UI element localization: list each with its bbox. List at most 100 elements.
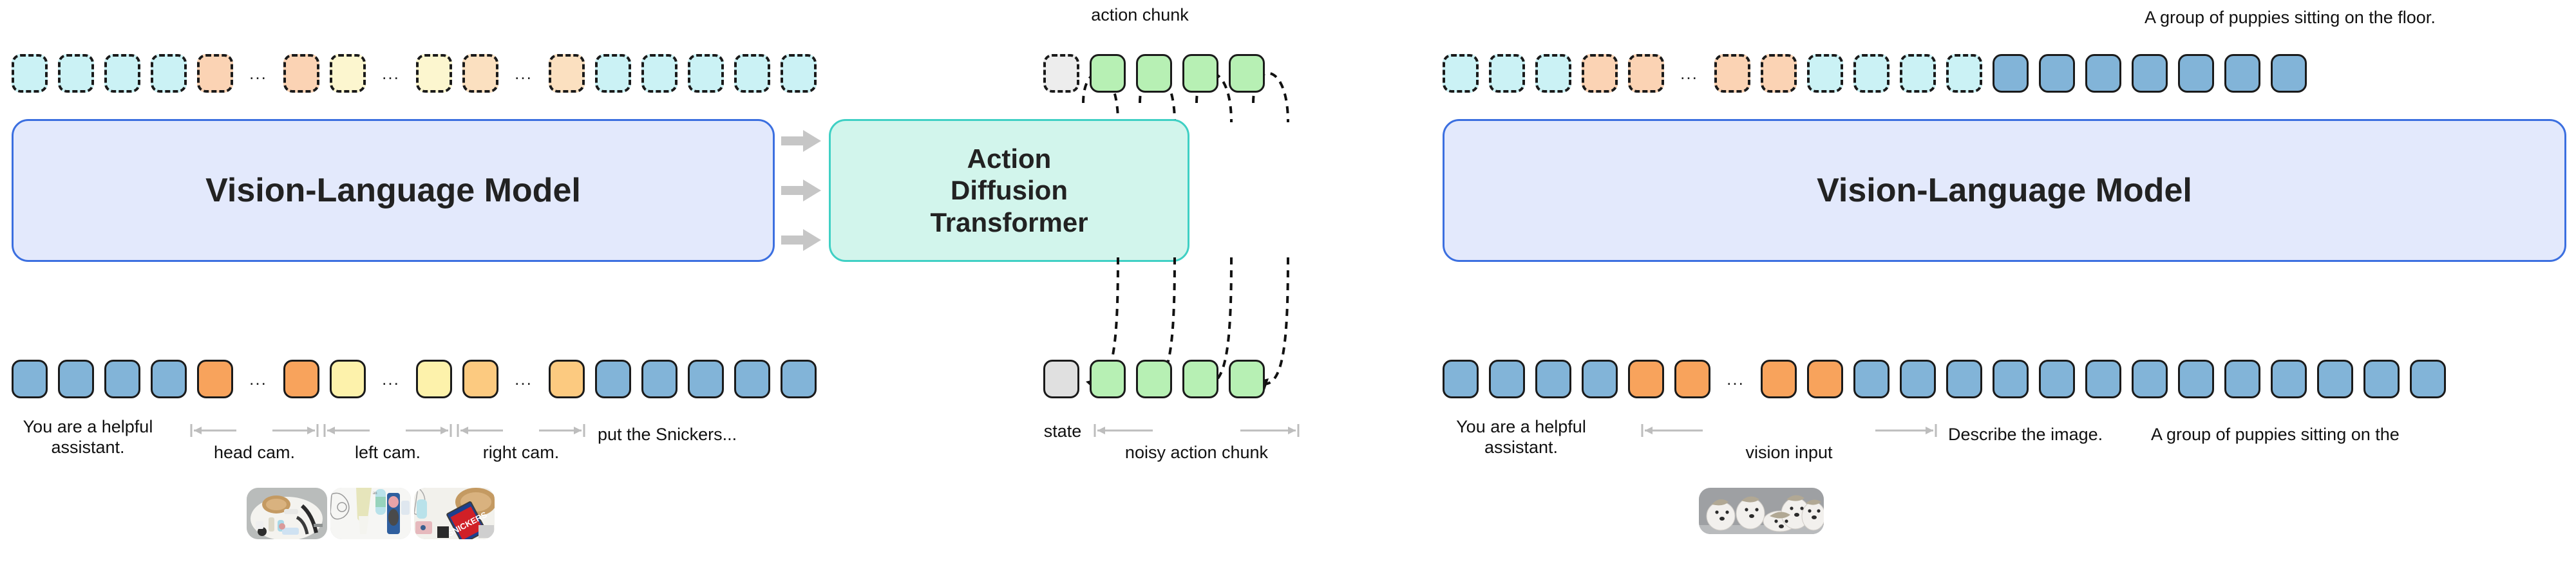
right-instruction-label: Describe the image. [1948,425,2103,444]
right-top-token-orange [1582,54,1618,93]
left-top-token-cyan [151,54,187,93]
left-vision-language-model-box: Vision-Language Model [12,119,775,262]
right-bottom-token-blue [1489,360,1525,398]
right-top-token-cyan [1946,54,1982,93]
left-bottom-token-yellow [416,360,452,398]
feed-arrow-2 [781,180,821,205]
right-top-token-blue [2039,54,2075,93]
left-bottom-token-orange [283,360,319,398]
span-noisy-action-chunk [1094,422,1300,439]
left-bottom-token-blue [688,360,724,398]
right-top-token-cyan [1853,54,1889,93]
left-bottom-token-blue [104,360,140,398]
action-diffusion-transformer-box: Action Diffusion Transformer [829,119,1189,262]
left-top-token-cyan [58,54,94,93]
span-label-vision-input: vision input [1745,443,1833,462]
right-bottom-token-orange [1761,360,1797,398]
thumbnail-right-cam: SNICKERS [414,488,495,539]
left-top-token-row: ......... [12,53,817,93]
left-bottom-token-blue [151,360,187,398]
left-bottom-token-lorange [549,360,585,398]
left-bottom-token-lorange [462,360,498,398]
left-top-token-yellow [330,54,366,93]
left-bottom-token-yellow [330,360,366,398]
mid-bottom-token-green [1229,360,1265,398]
left-top-token-orange [283,54,319,93]
left-task-prompt-label: put the Snickers... [598,425,737,444]
span-label-head-cam: head cam. [213,443,296,462]
right-bottom-token-row: ... [1443,359,2446,399]
left-bottom-token-blue [734,360,770,398]
token-ellipsis: ... [382,369,400,389]
right-bottom-token-blue [1443,360,1479,398]
left-top-token-cyan [688,54,724,93]
span-head-cam [190,422,319,439]
right-top-token-blue [2178,54,2214,93]
span-vision-input [1641,422,1937,439]
right-bottom-token-blue [2085,360,2121,398]
left-top-token-orange [197,54,233,93]
token-ellipsis: ... [382,64,400,83]
mid-bottom-token-green [1182,360,1218,398]
right-system-prompt-label: You are a helpful assistant. [1456,417,1586,457]
thumbnail-vision-input-puppies [1699,488,1824,534]
token-ellipsis: ... [249,369,267,389]
mid-top-token-green [1090,54,1126,93]
mid-top-token-green [1136,54,1172,93]
mid-top-token-green [1182,54,1218,93]
token-ellipsis: ... [1680,64,1698,83]
adt-label: Action Diffusion Transformer [930,143,1088,237]
left-top-token-cyan [641,54,677,93]
span-label-left-cam: left cam. [354,443,421,462]
middle-bottom-token-row [1043,359,1265,399]
right-top-token-cyan [1489,54,1525,93]
left-system-prompt-label: You are a helpful assistant. [23,417,153,457]
right-bottom-token-blue [2410,360,2446,398]
thumbnail-left-cam: an [330,488,411,539]
span-label-right-cam: right cam. [482,443,560,462]
feed-arrow-3 [781,229,821,254]
left-bottom-token-blue [12,360,48,398]
right-bottom-token-blue [2363,360,2400,398]
right-bottom-token-blue [1993,360,2029,398]
right-bottom-token-blue [2317,360,2353,398]
state-label: state [1043,421,1082,441]
left-top-token-lorange [549,54,585,93]
right-bottom-token-blue [1900,360,1936,398]
right-answer-label: A group of puppies sitting on the [2151,425,2400,444]
left-top-token-cyan [12,54,48,93]
feed-arrow-1 [781,130,821,155]
left-top-token-cyan [104,54,140,93]
action-chunk-title: action chunk [1091,5,1189,24]
svg-text:an: an [373,490,377,495]
left-bottom-token-orange [197,360,233,398]
mid-bottom-token-grey [1043,360,1079,398]
right-bottom-token-orange [1674,360,1710,398]
mid-bottom-token-green [1136,360,1172,398]
right-top-token-cyan [1443,54,1479,93]
right-bottom-token-orange [1628,360,1664,398]
right-bottom-token-blue [2132,360,2168,398]
mid-bottom-token-green [1090,360,1126,398]
right-top-token-blue [2085,54,2121,93]
right-bottom-token-blue [1853,360,1889,398]
right-bottom-token-blue [2224,360,2260,398]
left-model-label: Vision-Language Model [205,172,581,209]
token-ellipsis: ... [1727,369,1745,389]
token-ellipsis: ... [515,64,533,83]
right-top-token-blue [2271,54,2307,93]
right-bottom-token-blue [1535,360,1571,398]
left-top-token-cyan [781,54,817,93]
right-top-token-orange [1628,54,1664,93]
left-bottom-token-row: ......... [12,359,817,399]
token-ellipsis: ... [515,369,533,389]
right-top-token-cyan [1900,54,1936,93]
middle-top-token-row [1043,53,1265,93]
left-top-token-yellow [416,54,452,93]
right-bottom-token-orange [1807,360,1843,398]
right-bottom-token-blue [2271,360,2307,398]
right-top-token-cyan [1535,54,1571,93]
right-bottom-token-blue [1946,360,1982,398]
left-bottom-token-blue [781,360,817,398]
